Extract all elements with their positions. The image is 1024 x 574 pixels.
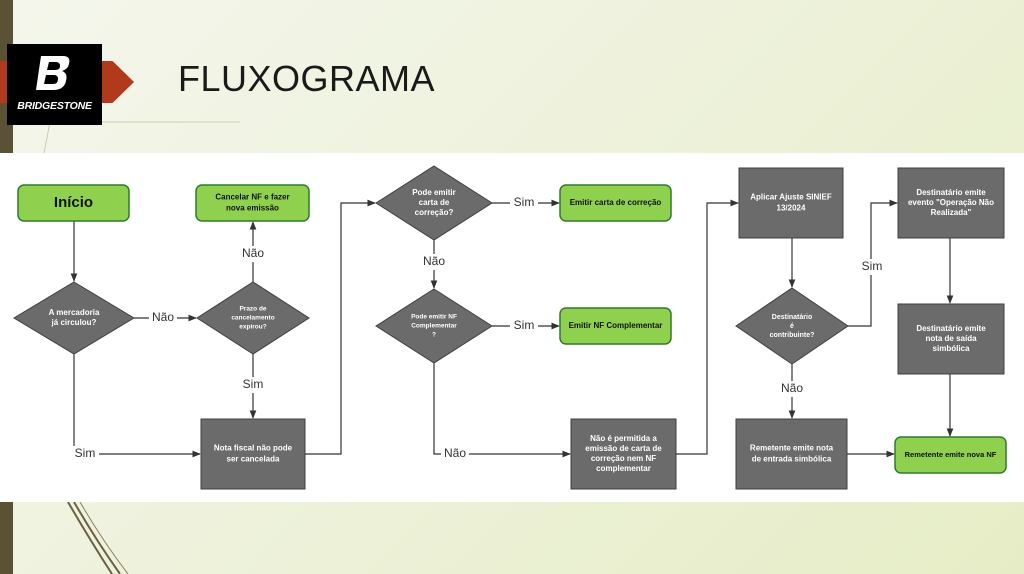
- node-prazo-shape: [196, 281, 310, 355]
- flowchart: Início Cancelar NF e fazer nova emissão A m…: [13, 165, 1007, 490]
- node-emitir-nf: Emitir NF Complementar: [559, 307, 672, 345]
- node-label-line: nota de saída: [925, 334, 977, 343]
- node-nao-permitida-shape: [570, 418, 677, 490]
- label-nao-mercadoria-bg: [149, 310, 177, 326]
- node-label-line: Destinatário emite: [916, 188, 986, 197]
- node-cancelar-nf: Cancelar NF e fazer nova emissão: [195, 184, 310, 222]
- node-label-line: correção?: [415, 208, 454, 217]
- label-sim-nf: Sim: [514, 318, 535, 332]
- node-label-line: Aplicar Ajuste SINIEF: [750, 193, 832, 202]
- node-pode-nf-shape: [375, 288, 493, 364]
- node-label-line: Emitir carta de correção: [570, 198, 662, 207]
- bridgestone-b-icon: [36, 56, 70, 90]
- node-label-line: Nota fiscal não pode: [214, 444, 293, 453]
- node-aplicar-ajuste-shape: [738, 167, 844, 239]
- node-label-line: Remetente emite nota: [750, 444, 834, 453]
- node-inicio: Início: [17, 184, 130, 222]
- node-label-line: correção nem NF: [591, 454, 656, 463]
- accent-bar-bottom: [0, 502, 13, 574]
- node-dest-evento-shape: [897, 167, 1005, 239]
- node-label-line: já circulou?: [51, 318, 97, 327]
- label-nao-prazo: Não: [242, 246, 264, 260]
- label-sim-nf-bg: [510, 318, 538, 334]
- node-remetente-nova: Remetente emite nova NF: [894, 436, 1007, 474]
- logo-text: BRIDGESTONE: [17, 100, 92, 112]
- node-label-line: Realizada": [931, 208, 972, 217]
- node-label-line: 13/2024: [777, 204, 806, 213]
- label-sim-destinatario: Sim: [862, 259, 883, 273]
- node-destinatario-shape: [735, 287, 849, 365]
- label-nao-prazo-bg: [239, 246, 267, 262]
- node-pode-nf: Pode emitir NF Complementar?: [375, 288, 493, 364]
- label-sim-mercadoria-bg: [71, 446, 99, 462]
- label-nao-nf-bg: [441, 446, 469, 462]
- node-label-line: A mercadoria: [49, 308, 100, 317]
- flowchart-area: Início Cancelar NF e fazer nova emissão A m…: [0, 153, 1024, 502]
- bridgestone-logo: BRIDGESTONE: [7, 44, 102, 125]
- node-label-line: Destinatário emite: [916, 324, 986, 333]
- node-label-line: simbólica: [933, 344, 970, 353]
- node-nota-fiscal-shape: [200, 418, 306, 490]
- label-sim-prazo: Sim: [243, 377, 264, 391]
- node-mercadoria-shape: [13, 281, 135, 355]
- edge-mercadoria-nota: [73, 354, 201, 458]
- node-destinatario: Destinatário é contribuinte?: [735, 287, 849, 365]
- node-label-line: Pode emitir NF: [411, 314, 457, 321]
- label-nao-destinatario: Não: [781, 381, 803, 395]
- node-label-line: evento "Operação Não: [908, 198, 994, 207]
- node-label-line: emissão de carta de: [585, 444, 662, 453]
- node-label-line: Início: [54, 194, 93, 211]
- node-label-line: Emitir NF Complementar: [569, 321, 663, 330]
- node-dest-saida-shape: [897, 303, 1005, 375]
- node-emitir-carta: Emitir carta de correção: [559, 184, 672, 222]
- node-remetente-nova-shape: [894, 436, 1007, 474]
- node-label-line: é: [790, 323, 794, 330]
- node-emitir-carta-shape: [559, 184, 672, 222]
- page-title: FLUXOGRAMA: [178, 58, 436, 99]
- node-remetente-entrada-shape: [735, 418, 848, 490]
- node-label-line: ?: [432, 332, 436, 339]
- label-sim-destinatario-bg: [858, 259, 886, 275]
- node-aplicar-ajuste: Aplicar Ajuste SINIEF 13/2024: [738, 167, 844, 239]
- node-label-line: expirou?: [239, 324, 266, 331]
- node-pode-carta-shape: [375, 165, 493, 241]
- label-nao-nf: Não: [444, 446, 466, 460]
- node-label-line: Destinatário: [772, 314, 812, 321]
- node-emitir-nf-shape: [559, 307, 672, 345]
- node-label-line: de entrada simbólica: [752, 455, 832, 464]
- node-label-line: contribuinte?: [770, 332, 815, 339]
- edge-naopermitida-aplicar: [676, 199, 739, 455]
- node-label-line: carta de: [419, 198, 450, 207]
- label-nao-mercadoria: Não: [152, 310, 174, 324]
- node-remetente-entrada: Remetente emite nota de entrada simbólica: [735, 418, 848, 490]
- edge-podenf-naopermitida: [433, 363, 571, 458]
- node-label-line: Pode emitir: [412, 188, 456, 197]
- label-sim-mercadoria: Sim: [75, 446, 96, 460]
- node-label-line: Cancelar NF e fazer: [215, 193, 289, 202]
- node-label-line: cancelamento: [231, 315, 274, 322]
- node-label-line: Não é permitida a: [590, 434, 657, 443]
- node-label-line: Prazo de: [239, 306, 266, 313]
- label-nao-carta-bg: [420, 254, 448, 270]
- label-nao-destinatario-bg: [778, 381, 806, 397]
- node-label-line: complementar: [596, 464, 651, 473]
- label-sim-carta-bg: [510, 195, 538, 211]
- node-cancelar-nf-shape: [195, 184, 310, 222]
- node-prazo: Prazo de cancelamento expirou?: [196, 281, 310, 355]
- node-label-line: ser cancelada: [227, 455, 280, 464]
- label-nao-carta: Não: [423, 254, 445, 268]
- edge-nota-podecarta: [305, 199, 376, 455]
- label-sim-prazo-bg: [239, 377, 267, 393]
- node-nota-fiscal: Nota fiscal não pode ser cancelada: [200, 418, 306, 490]
- node-label-line: nova emissão: [226, 204, 279, 213]
- node-label-line: Complementar: [411, 323, 457, 330]
- node-inicio-shape: [17, 184, 130, 222]
- label-sim-carta: Sim: [514, 195, 535, 209]
- node-label-line: Remetente emite nova NF: [905, 450, 997, 459]
